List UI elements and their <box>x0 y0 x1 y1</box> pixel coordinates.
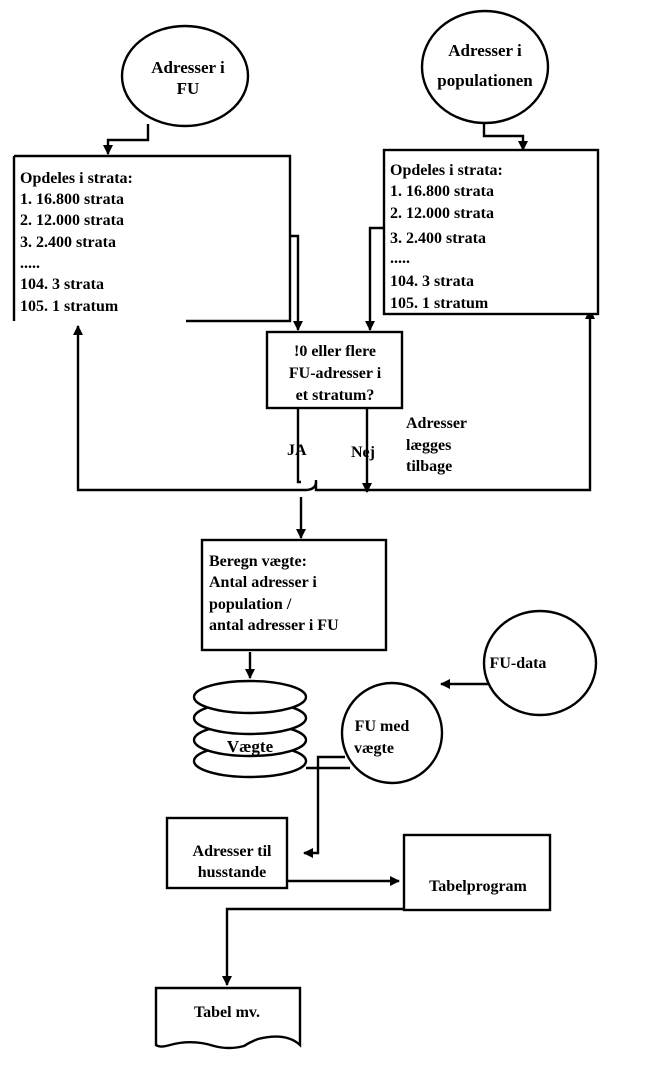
decision-line-1: !0 eller flere <box>294 343 376 360</box>
tabel-label: Tabel mv. <box>194 1004 260 1021</box>
husstande-line-1: Adresser til <box>193 843 273 860</box>
addr-fu-line-2: FU <box>177 79 200 98</box>
vaegte-db-label: Vægte <box>227 737 274 756</box>
strata-right-line-5: ..... <box>390 250 410 267</box>
decision-line-3: et stratum? <box>296 387 375 404</box>
edge-label-nej: Nej <box>351 444 375 461</box>
node-addr-pop: Adresser i populationen <box>420 9 550 125</box>
node-tabel: Tabel mv. <box>154 986 302 1050</box>
weights-line-3: population / <box>209 596 292 613</box>
edge-fu-to-strata <box>103 124 150 155</box>
strata-left-line-7: 105. 1 stratum <box>20 298 119 315</box>
node-decision: !0 eller flere FU-adresser i et stratum? <box>265 330 404 410</box>
edge-return-right <box>314 309 595 492</box>
tabelprogram-label: Tabelprogram <box>429 878 527 895</box>
node-fu-data: FU-data <box>482 609 598 717</box>
node-strata-right: Opdeles i strata: 1. 16.800 strata 2. 12… <box>382 148 600 316</box>
strata-left-line-5: ..... <box>20 255 40 272</box>
edge-label-ja: JA <box>287 442 307 459</box>
strata-right-line-7: 105. 1 stratum <box>390 295 489 312</box>
edge-tabelprogram-to-tabel <box>222 907 404 986</box>
fu-data-label: FU-data <box>490 655 547 672</box>
node-vaegte-db: Vægte <box>192 679 308 779</box>
strata-left-line-3: 2. 12.000 strata <box>20 212 124 229</box>
strata-right-line-1: Opdeles i strata: <box>390 162 503 179</box>
addr-fu-line-1: Adresser i <box>151 58 225 77</box>
fu-med-vaegte-line-1: FU med <box>355 718 410 735</box>
addr-pop-line-2: populationen <box>437 71 533 90</box>
edge-label-return-2: lægges <box>406 437 451 454</box>
node-weights: Beregn vægte: Antal adresser i populatio… <box>200 538 388 652</box>
edge-label-return-1: Adresser <box>406 415 467 432</box>
node-addr-fu: Adresser i FU <box>120 24 250 128</box>
fu-med-vaegte-line-2: vægte <box>354 740 394 757</box>
edge-fuweights-to-husstande <box>303 755 345 858</box>
husstande-line-2: husstande <box>198 864 266 881</box>
edge-strata-right-to-decision <box>365 226 384 331</box>
strata-left-line-2: 1. 16.800 strata <box>20 191 124 208</box>
weights-line-1: Beregn vægte: <box>209 553 307 570</box>
addr-pop-line-1: Adresser i <box>448 41 522 60</box>
strata-right-line-3: 2. 12.000 strata <box>390 205 494 222</box>
edge-pop-to-strata <box>482 122 528 151</box>
strata-right-line-4: 3. 2.400 strata <box>390 230 486 247</box>
strata-left-line-6: 104. 3 strata <box>20 276 104 293</box>
strata-left-line-4: 3. 2.400 strata <box>20 234 116 251</box>
node-fu-med-vaegte: FU med vægte <box>340 681 444 785</box>
edge-decision-ja <box>296 408 301 484</box>
edge-strata-left-to-decision <box>290 234 303 331</box>
strata-right-line-2: 1. 16.800 strata <box>390 183 494 200</box>
node-strata-left: Opdeles i strata: 1. 16.800 strata 2. 12… <box>12 154 292 323</box>
strata-right-line-6: 104. 3 strata <box>390 273 474 290</box>
weights-line-4: antal adresser i FU <box>209 617 339 634</box>
node-tabelprogram: Tabelprogram <box>402 833 552 912</box>
strata-left-line-1: Opdeles i strata: <box>20 170 133 187</box>
edge-label-return-3: tilbage <box>406 458 452 475</box>
decision-line-2: FU-adresser i <box>289 365 382 382</box>
weights-line-2: Antal adresser i <box>209 574 317 591</box>
edge-return-left <box>73 325 307 492</box>
edge-return-bridge <box>306 481 318 492</box>
node-adresser-husstande: Adresser til husstande <box>165 816 289 890</box>
